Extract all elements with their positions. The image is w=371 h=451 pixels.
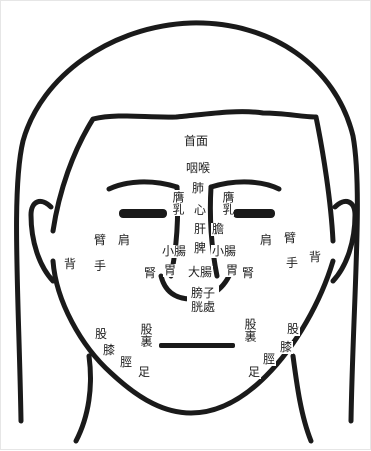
label-kidney-right: 腎 [241, 267, 255, 280]
label-heart: 心 [193, 204, 207, 217]
label-thigh-left: 股 [94, 328, 108, 341]
label-lung: 肺 [191, 182, 205, 195]
label-arm-left: 臂 [93, 234, 107, 247]
label-hand-left: 手 [93, 260, 107, 273]
label-breast-right: 膺乳 [222, 190, 234, 216]
neck-right [293, 356, 311, 441]
label-face: 首面 [183, 135, 209, 148]
label-arm-right: 臂 [283, 232, 297, 245]
left-ear [31, 201, 53, 281]
label-breast-left: 膺乳 [172, 190, 184, 216]
label-stomach-right: 胃 [225, 264, 239, 277]
label-inner-thigh-left: 股裏 [140, 322, 152, 348]
right-eye [233, 209, 275, 218]
left-brow [109, 182, 177, 189]
hairline [53, 112, 333, 241]
label-stomach-left: 胃 [163, 264, 177, 277]
label-back-right: 背 [308, 251, 322, 264]
label-small-intestine-right: 小腸 [211, 245, 237, 258]
label-foot-left: 足 [137, 366, 151, 379]
label-kidney-left: 腎 [143, 267, 157, 280]
label-large-intestine: 大腸 [187, 266, 213, 279]
mouth [159, 343, 235, 348]
label-thigh-right: 股 [286, 323, 300, 336]
left-eye [119, 209, 167, 218]
label-back-left: 背 [63, 258, 77, 271]
label-bladder-uterus: 膀子 胱處 [187, 286, 219, 314]
label-small-intestine-left: 小腸 [161, 245, 187, 258]
label-shoulder-left: 肩 [117, 234, 131, 247]
head-outline [17, 23, 358, 421]
label-foot-right: 足 [247, 366, 261, 379]
label-throat: 咽喉 [185, 162, 211, 175]
label-liver: 肝 [193, 223, 207, 236]
label-gallbladder: 膽 [211, 223, 225, 236]
right-ear [333, 201, 355, 281]
label-knee-right: 膝 [279, 341, 293, 354]
neck-left [76, 356, 90, 441]
label-knee-left: 膝 [102, 344, 116, 357]
label-shin-left: 脛 [119, 356, 133, 369]
label-shin-right: 脛 [262, 353, 276, 366]
right-brow [211, 182, 279, 189]
label-hand-right: 手 [285, 257, 299, 270]
label-inner-thigh-right: 股裏 [244, 317, 256, 343]
label-spleen: 脾 [193, 242, 207, 255]
label-shoulder-right: 肩 [259, 234, 273, 247]
